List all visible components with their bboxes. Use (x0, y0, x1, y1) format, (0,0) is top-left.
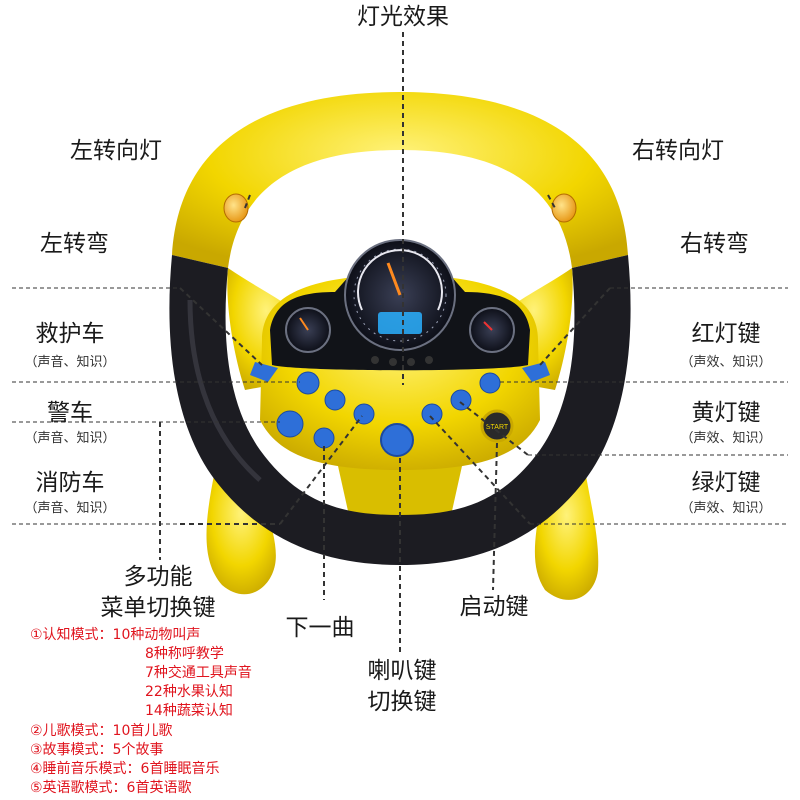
label-green-key-sub: （声效、知识） (680, 501, 772, 516)
menu-switch-button[interactable] (276, 410, 304, 438)
label-left-signal: 左转向灯 (70, 138, 162, 164)
label-next: 下一曲 (285, 615, 355, 641)
red-light-button[interactable] (479, 372, 501, 394)
label-yellow-key: 黄灯键 (691, 400, 761, 426)
left-turn-signal-light (223, 193, 249, 223)
right-turn-signal-light (551, 193, 577, 223)
label-menu-line2: 菜单切换键 (100, 595, 216, 621)
label-red-key-sub: （声效、知识） (680, 355, 772, 370)
police-button[interactable] (324, 389, 346, 411)
start-button[interactable] (480, 409, 514, 443)
horn-button[interactable] (380, 423, 414, 457)
right-turn-button[interactable] (522, 362, 550, 382)
mode-line: 7种交通工具声音 (145, 665, 252, 681)
label-police: 警车 (47, 400, 93, 426)
rim-top-yellow (172, 92, 628, 268)
label-horn-line2: 切换键 (367, 689, 437, 715)
yellow-light-button[interactable] (450, 389, 472, 411)
label-red-key: 红灯键 (691, 321, 761, 347)
mode-line: ①认知模式：10种动物叫声 (30, 627, 201, 643)
next-track-button[interactable] (313, 427, 335, 449)
label-right-turn: 右转弯 (680, 231, 749, 257)
mode-line: 22种水果认知 (145, 684, 233, 700)
mode-line: 14种蔬菜认知 (145, 703, 233, 719)
label-green-key: 绿灯键 (691, 470, 761, 496)
label-fire-sub: （声音、知识） (24, 501, 116, 516)
label-fire: 消防车 (35, 470, 105, 496)
mode-line: ⑤英语歌模式：6首英语歌 (30, 780, 192, 796)
label-ambulance-sub: （声音、知识） (24, 355, 116, 370)
label-left-turn: 左转弯 (40, 231, 109, 257)
label-police-sub: （声音、知识） (24, 431, 116, 446)
label-ambulance: 救护车 (35, 321, 105, 347)
mode-line: ③故事模式：5个故事 (30, 742, 164, 758)
label-right-signal: 右转向灯 (632, 138, 724, 164)
mode-line: 8种称呼教学 (145, 646, 224, 662)
label-horn-line1: 喇叭键 (367, 658, 437, 684)
ambulance-button[interactable] (296, 371, 320, 395)
lcd-display (378, 312, 422, 334)
label-lights: 灯光效果 (357, 4, 449, 30)
left-turn-button[interactable] (250, 362, 278, 382)
mode-line: ④睡前音乐模式：6首睡眠音乐 (30, 761, 220, 777)
rim-bottom-black (169, 255, 631, 565)
green-light-button[interactable] (421, 403, 443, 425)
fire-button[interactable] (353, 403, 375, 425)
start-button-text: START (486, 424, 509, 431)
label-yellow-key-sub: （声效、知识） (680, 431, 772, 446)
label-menu-line1: 多功能 (123, 564, 193, 590)
speedometer-needle (386, 262, 402, 296)
mode-line: ②儿歌模式：10首儿歌 (30, 723, 173, 739)
label-start: 启动键 (459, 594, 529, 620)
